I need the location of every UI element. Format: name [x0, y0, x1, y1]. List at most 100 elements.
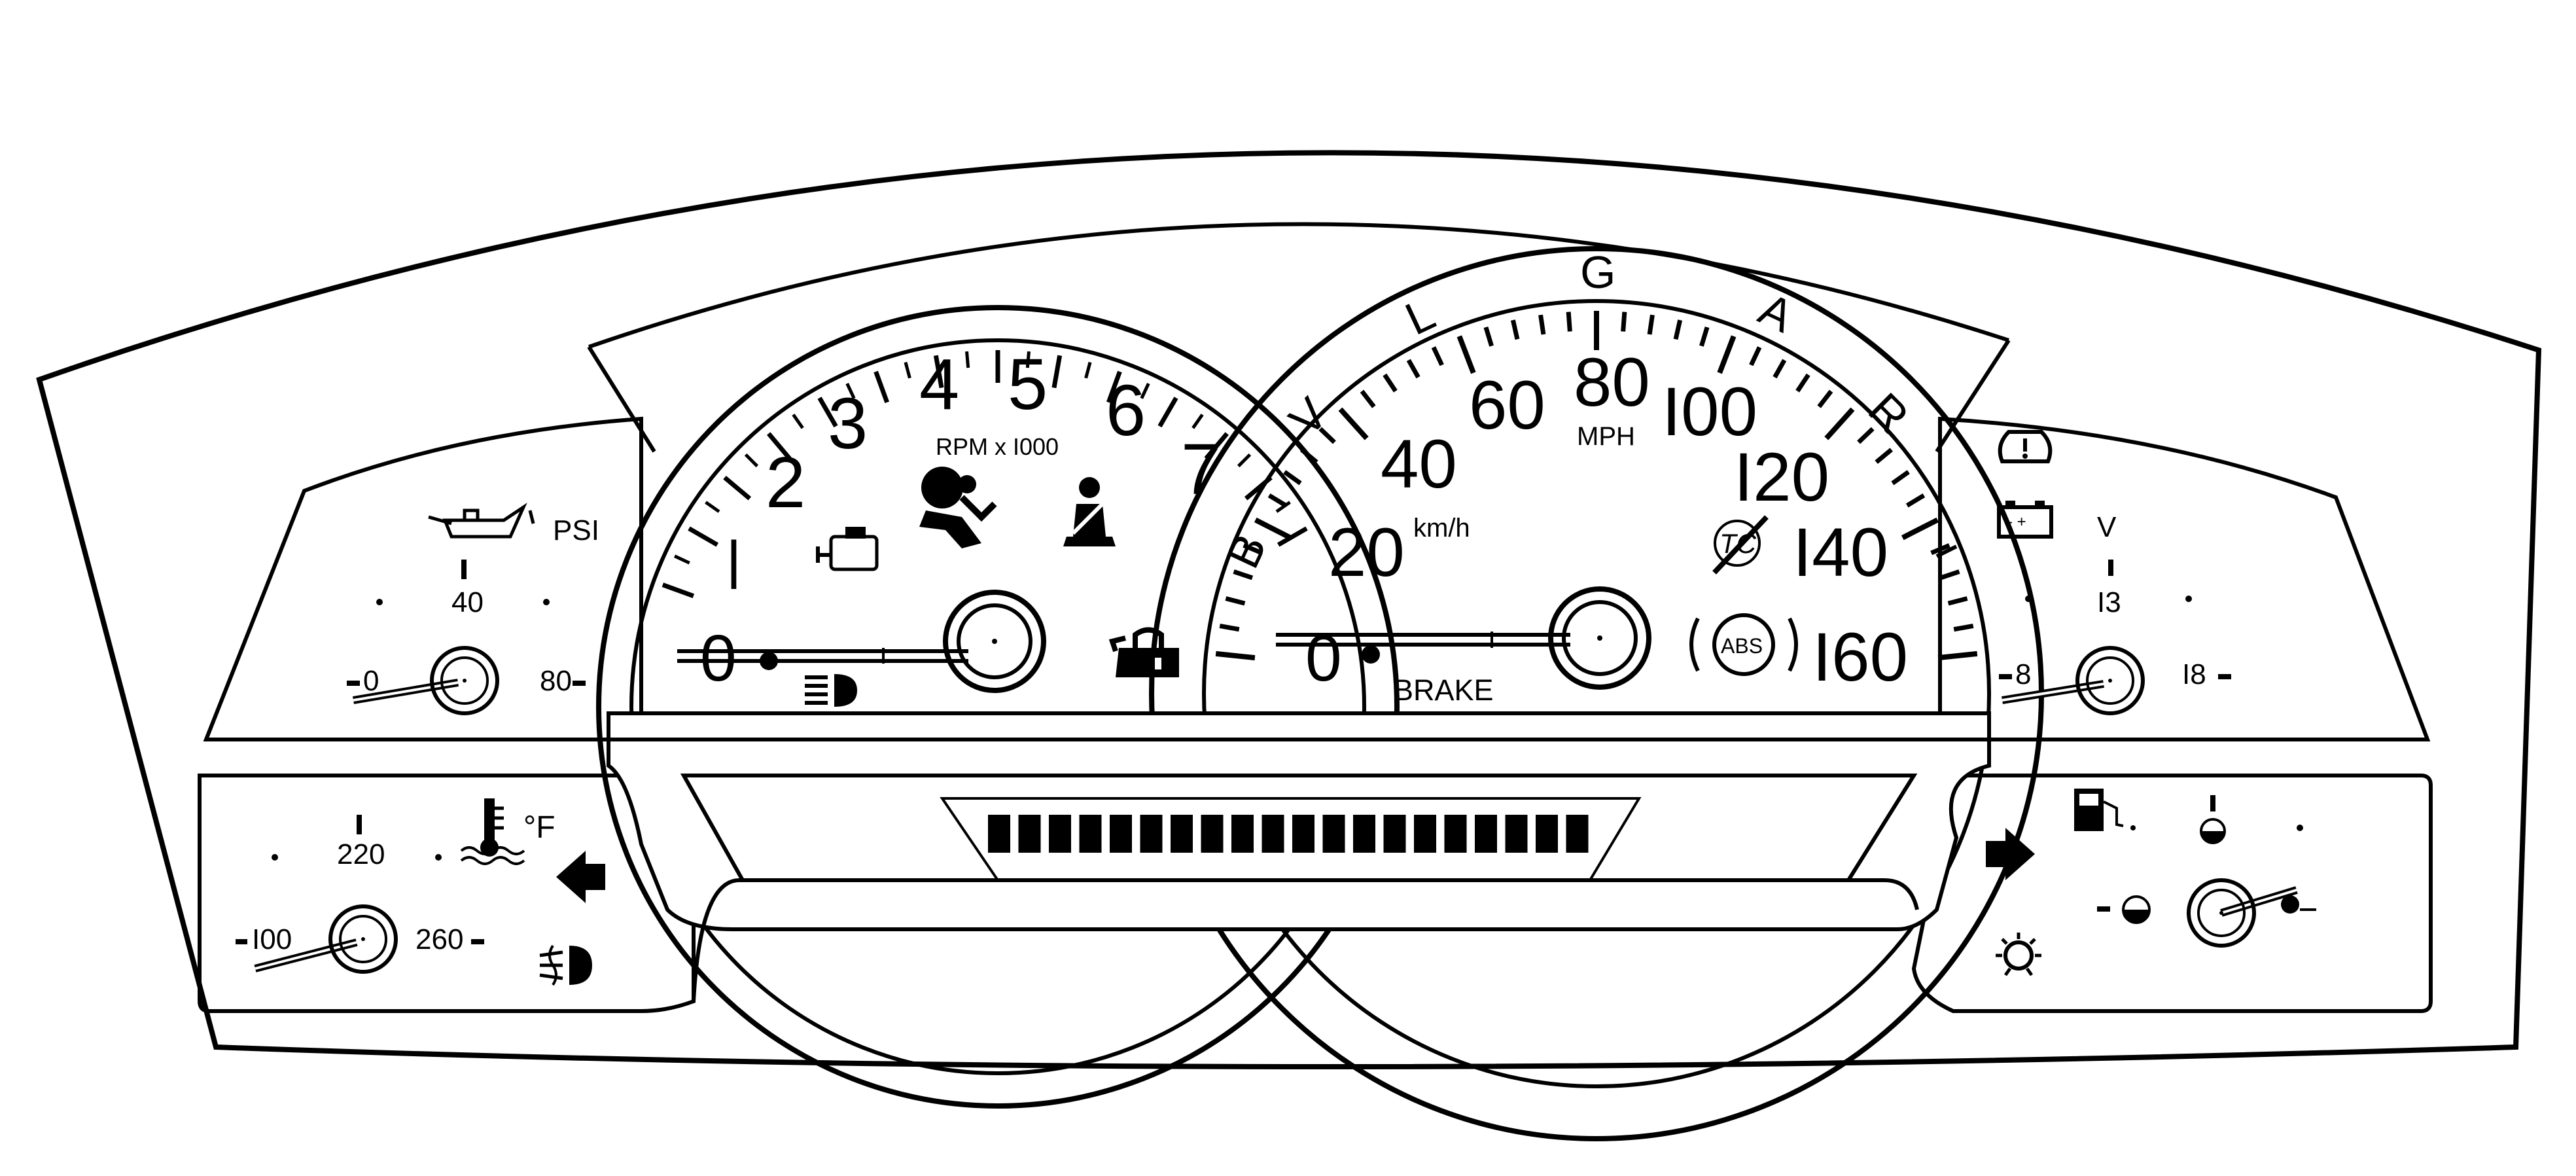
seatbelt-icon: [1063, 477, 1116, 546]
scale-tick: [1824, 407, 1855, 440]
scale-tick: [1300, 448, 1318, 464]
scale-tick: [1647, 314, 1655, 335]
scale-tick: [1157, 397, 1178, 428]
oil-gauge-max: 80: [540, 665, 572, 697]
scale-tick: [705, 501, 720, 513]
center-crossbar: [607, 711, 1991, 741]
scale-tick: [1875, 448, 1893, 464]
scale-tick: [1215, 650, 1256, 661]
scale-tick: [817, 397, 838, 428]
scale-tick: [1406, 359, 1420, 379]
odometer-segment: [988, 815, 1010, 853]
scale-tick: [1267, 493, 1288, 508]
scale-tick: [744, 453, 759, 468]
speedo-kmh-60: 60: [1469, 367, 1545, 444]
tach-numeral-1: I: [726, 524, 741, 604]
speedo-mph-80: 80: [1574, 344, 1650, 421]
scale-tick: [1953, 623, 1974, 632]
odometer-segment: [1414, 815, 1436, 853]
scale-tick: [1204, 432, 1229, 461]
odometer-segment: [1475, 815, 1497, 853]
prndl-l: L: [1398, 288, 1442, 345]
scale-tick: [1233, 569, 1254, 580]
tach-numeral-7: 7: [1181, 429, 1221, 510]
scale-tick: [965, 351, 970, 368]
left-upper-pod: [203, 416, 643, 741]
traction-control-icon: TC: [1712, 515, 1769, 575]
tachometer-outer-ring: [596, 305, 1400, 1109]
temp-gauge-hub-outer: [328, 904, 398, 974]
scale-tick: [1795, 373, 1810, 393]
odometer-segment: [1049, 815, 1071, 853]
odometer-segment: [1018, 815, 1041, 853]
scale-tick: [1483, 326, 1494, 347]
fuel-pump-icon: [2074, 789, 2136, 831]
speedometer-inner-ring: [1202, 299, 1991, 1088]
prndl-g: G: [1580, 247, 1615, 298]
scale-tick: [1275, 501, 1291, 513]
tach-numeral-4: 4: [919, 344, 959, 425]
tachometer-needle: [677, 648, 968, 664]
temp-gauge-needle: [254, 938, 358, 972]
fuel-full-marker: [2200, 795, 2226, 844]
cluster-housing: [36, 150, 2542, 1069]
abs-icon: ABS: [1689, 613, 1798, 676]
scale-tick: [1219, 623, 1240, 632]
scale-tick: [845, 383, 856, 399]
odometer-segment: [1536, 815, 1558, 853]
check-engine-icon: [816, 527, 879, 571]
oil-gauge-hub-outer: [430, 646, 499, 715]
scale-tick: [1937, 650, 1978, 661]
fuel-gauge-needle: [2220, 886, 2299, 917]
volt-gauge-mid: I3: [2097, 586, 2121, 618]
prndl-a: A: [1752, 283, 1801, 343]
scale-tick: [873, 370, 889, 404]
tachometer-hub-inner: [957, 603, 1032, 679]
odometer-segment: [1505, 815, 1528, 853]
coolant-temp-icon: [435, 798, 525, 865]
volt-gauge-hub-outer: [2075, 646, 2145, 715]
airbag-icon: [919, 467, 997, 548]
odometer-segment: [1110, 815, 1132, 853]
scale-tick: [1699, 326, 1710, 347]
scale-tick: [1749, 346, 1762, 366]
fuel-gauge-hub-outer: [2187, 878, 2256, 948]
scale-tick: [1318, 427, 1336, 444]
cluster-bezel-top: [588, 222, 2009, 349]
oil-gauge-min: 0: [363, 665, 379, 697]
scale-tick: [723, 475, 752, 501]
speedo-kmh-40: 40: [1381, 426, 1457, 503]
scale-tick: [792, 414, 804, 429]
scale-tick: [1456, 335, 1476, 374]
odometer-segment: [1262, 815, 1284, 853]
scale-tick: [1510, 319, 1520, 340]
abs-label: ABS: [1721, 634, 1763, 658]
odometer-segment: [1201, 815, 1224, 853]
scale-tick: [1717, 335, 1737, 374]
scale-tick: [1191, 414, 1204, 429]
tachometer-inner-ring: [629, 338, 1366, 1075]
scale-tick: [1360, 389, 1376, 408]
scale-tick: [1338, 407, 1369, 440]
odometer-segment: [1566, 815, 1589, 853]
left-turn-arrow-icon: [556, 851, 605, 903]
scale-tick: [1566, 312, 1572, 332]
svg-text:- +: - +: [2007, 513, 2026, 531]
odometer-segment: [1171, 815, 1193, 853]
oil-can-icon: [428, 503, 535, 539]
exterior-lamp-icon: [1996, 933, 2041, 976]
speedo-mph-160: I60: [1812, 619, 1908, 696]
scale-tick: [1244, 475, 1273, 501]
speedo-mph-unit: MPH: [1577, 422, 1635, 451]
scale-tick: [1283, 470, 1302, 486]
odometer-inner: [940, 797, 1642, 882]
center-console-lip: [692, 878, 1919, 1002]
scale-tick: [662, 582, 695, 598]
temp-gauge-mid: 220: [337, 838, 385, 870]
scale-tick: [904, 361, 911, 379]
scale-tick: [1383, 373, 1398, 393]
oil-gauge-unit: PSI: [553, 514, 599, 546]
tach-numeral-3: 3: [828, 383, 868, 464]
